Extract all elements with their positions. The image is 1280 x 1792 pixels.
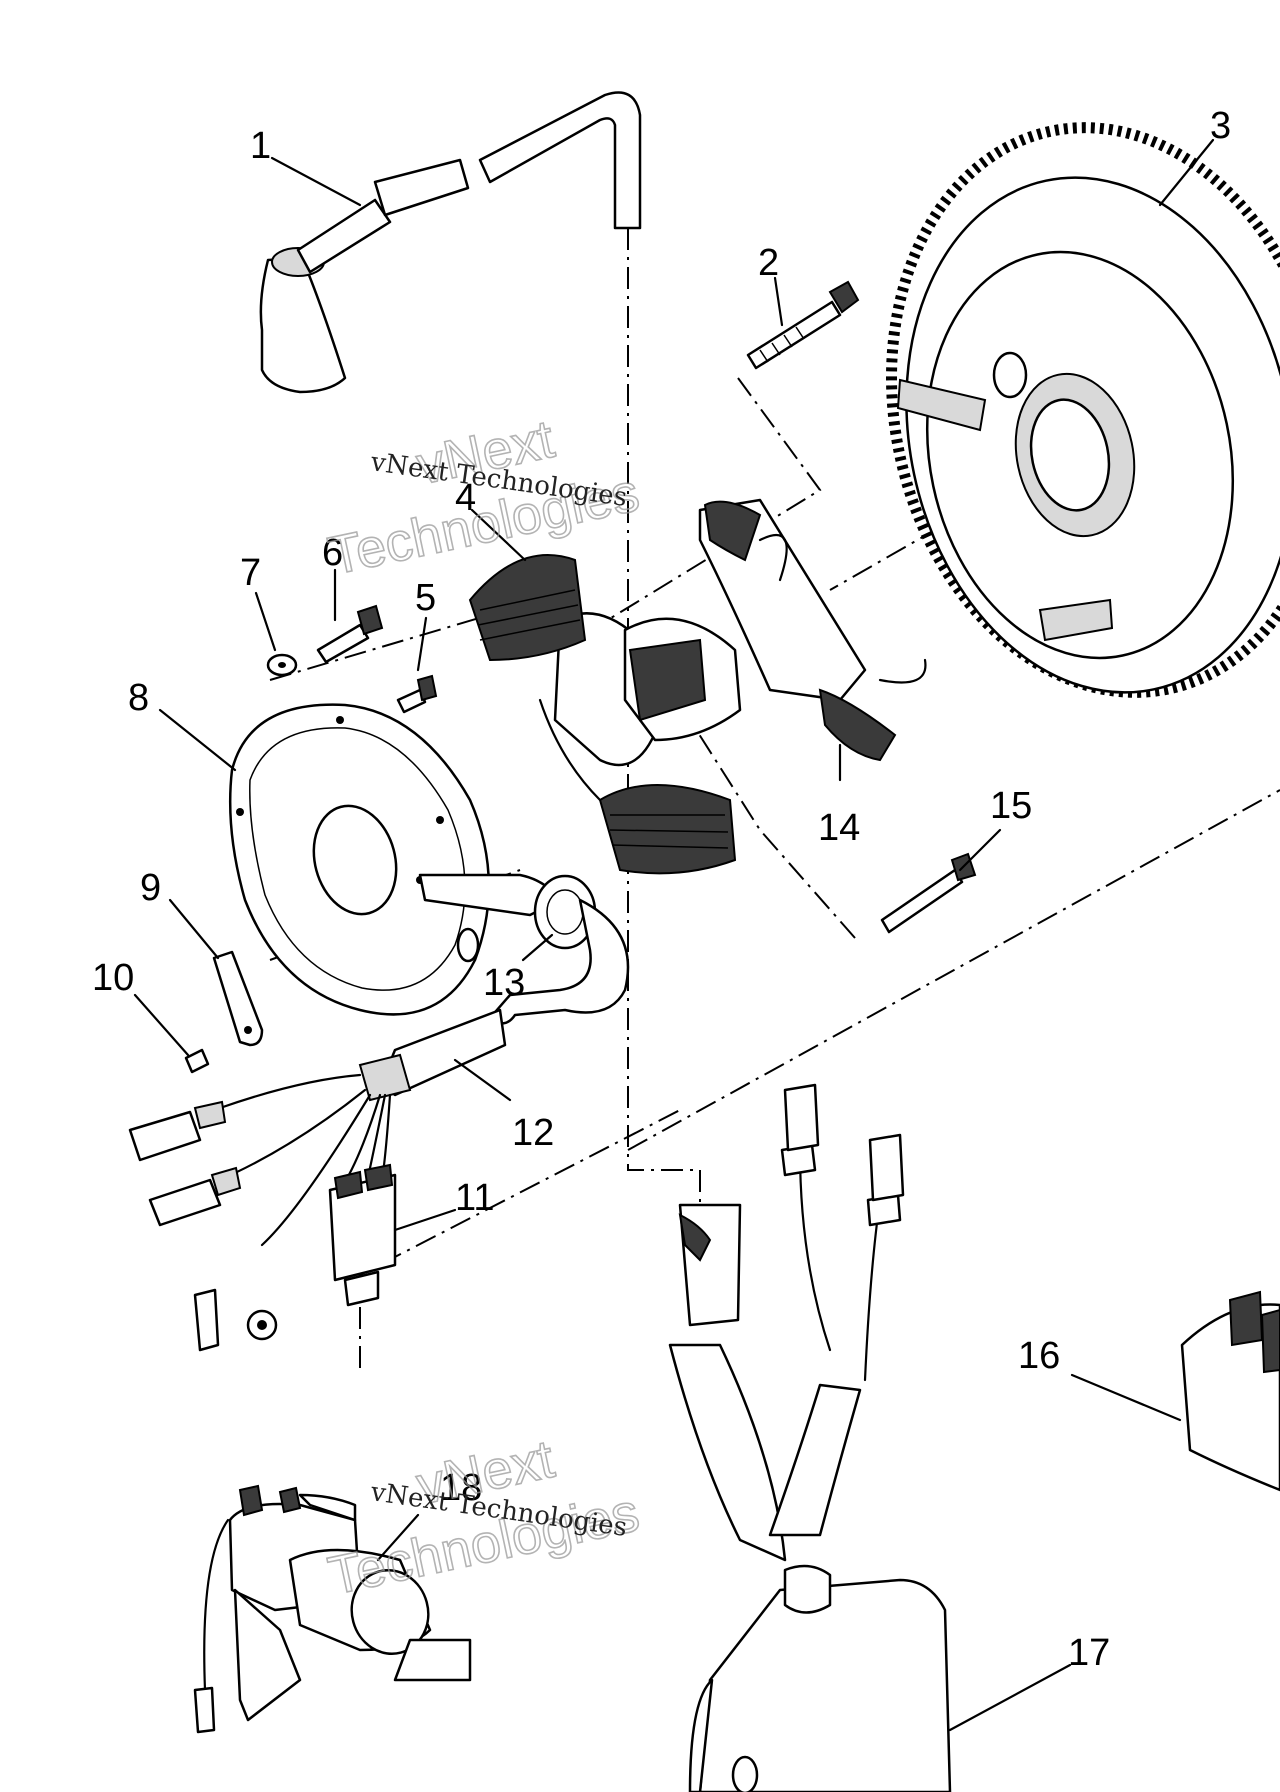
grommet (418, 873, 597, 950)
callout-16: 16 (1018, 1335, 1060, 1377)
spark-plug-cap (259, 91, 642, 394)
callout-7: 7 (240, 552, 261, 594)
callout-8: 8 (128, 677, 149, 719)
callout-17: 17 (1068, 1632, 1110, 1674)
callout-13: 13 (483, 962, 525, 1004)
callout-5: 5 (415, 577, 436, 619)
callout-10: 10 (92, 957, 134, 999)
callout-12: 12 (512, 1112, 554, 1154)
callout-18: 18 (440, 1467, 482, 1509)
callout-9: 9 (140, 867, 161, 909)
callout-1: 1 (250, 125, 271, 167)
clamp-9 (212, 950, 264, 1047)
screw-5 (396, 674, 438, 714)
connector-block (328, 1163, 397, 1307)
callout-14: 14 (818, 807, 860, 849)
bolt-2 (746, 280, 860, 370)
washer-7 (266, 653, 298, 677)
callout-3: 3 (1210, 105, 1231, 147)
wiring-harness (128, 898, 630, 1352)
pulser-coil (698, 498, 927, 762)
stator-base-plate (228, 703, 491, 1016)
callout-15: 15 (990, 785, 1032, 827)
flywheel (886, 122, 1280, 698)
stator-coils (468, 554, 742, 875)
callout-11: 11 (455, 1177, 494, 1219)
leader-lines (133, 138, 1215, 1732)
screw-10 (184, 1048, 210, 1074)
callout-6: 6 (322, 532, 343, 574)
callout-labels: 1 2 3 4 5 6 7 8 9 10 11 12 13 14 15 16 1… (92, 105, 1231, 1674)
screw-6 (316, 604, 384, 664)
starter-solenoid (193, 1484, 472, 1734)
callout-2: 2 (758, 242, 779, 284)
ignition-unit (1180, 1290, 1280, 1492)
callout-4: 4 (455, 477, 476, 519)
bolt-15 (880, 852, 977, 934)
cdi-module (668, 1083, 952, 1792)
